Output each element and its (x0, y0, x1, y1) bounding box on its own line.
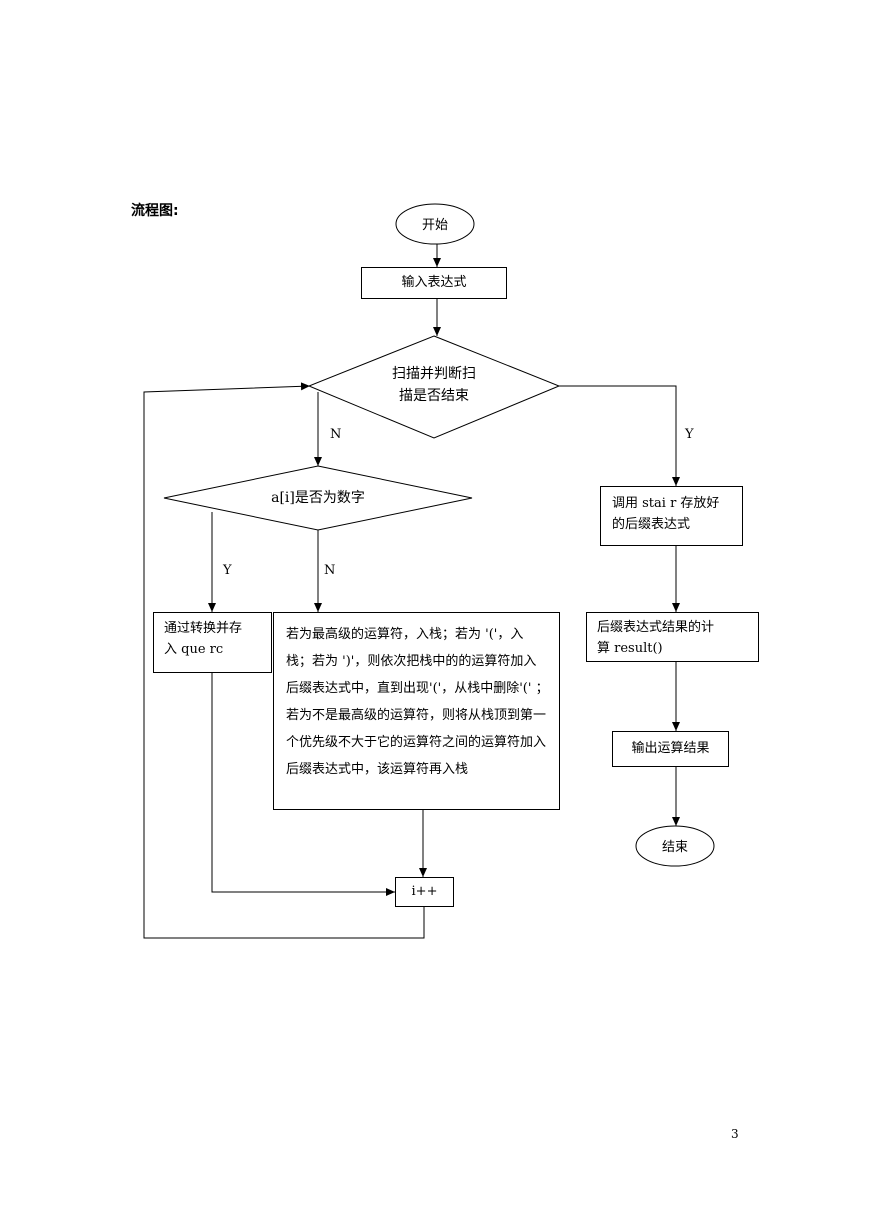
convert-store-box: 通过转换并存 入 que rc (153, 612, 272, 673)
operator-handling-box: 若为最高级的运算符，入栈；若为 '('，入栈；若为 ')'，则依次把栈中的的运算… (273, 612, 560, 810)
start-label: 开始 (421, 218, 448, 233)
digit-no-label: N (324, 563, 336, 578)
scan-yes-label: Y (685, 427, 694, 442)
input-box: 输入表达式 (361, 267, 507, 299)
compute-line2: 算 result() (597, 640, 663, 656)
arrow-scan-to-store (559, 385, 680, 486)
output-result-box: 输出运算结果 (612, 731, 729, 767)
end-terminal (635, 825, 715, 867)
store-line2: 的后缀表达式 (612, 517, 691, 533)
digit-decision-label: a[i]是否为数字 (271, 490, 365, 506)
scan-decision (307, 335, 561, 439)
scan-label-line1: 扫描并判断扫 (392, 366, 476, 382)
page-heading: 流程图: (131, 203, 179, 219)
arrow-increment-loop-back (143, 382, 425, 939)
increment-box: i++ (395, 877, 454, 907)
digit-yes-label: Y (223, 563, 232, 578)
store-postfix-box: 调用 stai r 存放好 的后缀表达式 (600, 486, 743, 546)
start-terminal (395, 203, 475, 245)
convert-line2: 入 que rc (164, 641, 224, 657)
end-label: 结束 (661, 840, 688, 855)
compute-line1: 后缀表达式结果的计 (597, 620, 715, 635)
store-line1: 调用 stai r 存放好 (612, 496, 720, 511)
arrow-convert-to-increment (211, 673, 395, 896)
page-number: 3 (731, 1127, 739, 1141)
convert-line1: 通过转换并存 (164, 621, 243, 636)
scan-label-line2: 描是否结束 (399, 387, 469, 404)
compute-result-box: 后缀表达式结果的计 算 result() (586, 612, 759, 662)
scan-decision-label: 扫描并判断扫 描是否结束 (364, 364, 504, 407)
scan-no-label: N (330, 427, 342, 442)
